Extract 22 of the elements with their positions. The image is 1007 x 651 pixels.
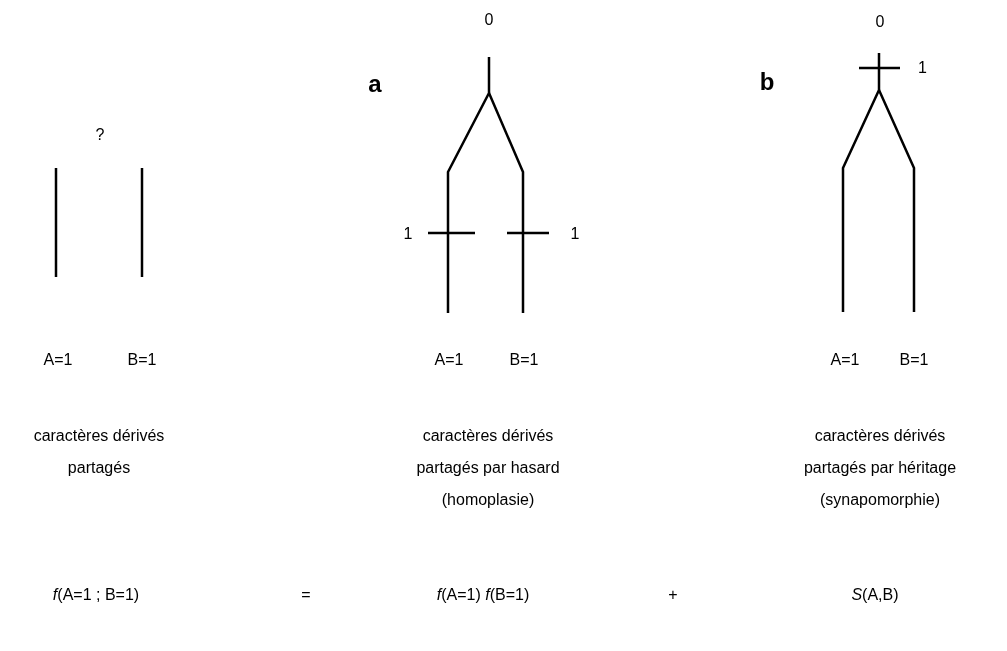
character-state: 0 (875, 12, 885, 32)
taxon-label: A=1 (434, 350, 464, 370)
taxon-label: B=1 (899, 350, 929, 370)
taxon-label: A=1 (830, 350, 860, 370)
panel-letter: b (759, 68, 775, 96)
character-state: 1 (570, 224, 580, 244)
caption-text: caractères dérivés partagés par hasard (homoplasie) (415, 426, 561, 510)
panel-letter: a (368, 70, 382, 98)
formula-text: = (301, 585, 311, 605)
formula-text: f(A=1 ; B=1) (52, 585, 140, 605)
character-state: 0 (484, 10, 494, 30)
character-state: 1 (918, 58, 927, 78)
formula-text: + (668, 585, 678, 605)
taxon-label: A=1 (43, 350, 73, 370)
taxon-label: B=1 (127, 350, 157, 370)
caption-text: caractères dérivés partagés (32, 426, 166, 478)
caption-text: caractères dérivés partagés par héritage (synapomorphie) (802, 426, 958, 510)
taxon-label: B=1 (509, 350, 539, 370)
character-state: 1 (403, 224, 413, 244)
formula-text: S(A,B) (851, 585, 899, 605)
formula-text: f(A=1) f(B=1) (436, 585, 530, 605)
text-label: ? (95, 125, 105, 145)
